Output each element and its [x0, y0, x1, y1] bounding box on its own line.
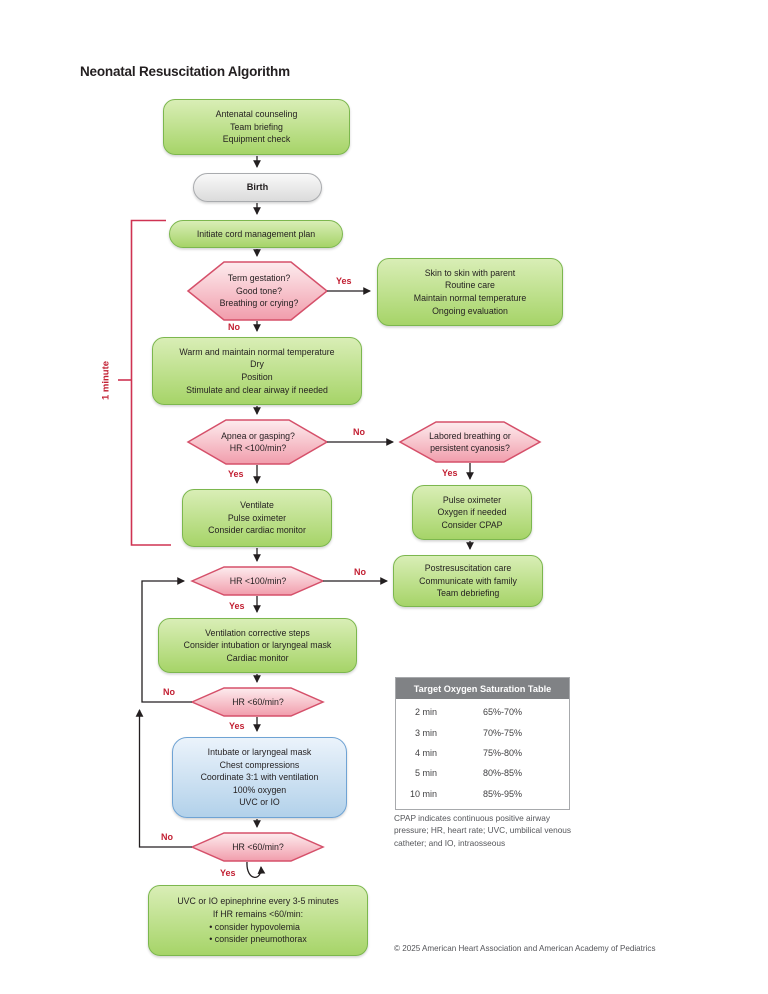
node-postresuscitation: Postresuscitation care Communicate with … — [393, 555, 543, 607]
branch-label-no: No — [228, 322, 240, 332]
table-cell-time: 4 min — [414, 747, 437, 758]
oxygen-saturation-table: Target Oxygen Saturation Table 2 min 65%… — [395, 677, 570, 810]
decision-line: persistent cyanosis? — [430, 443, 510, 453]
node-line: Consider intubation or laryngeal mask — [183, 640, 332, 651]
node-line: Postresuscitation care — [424, 563, 512, 574]
table-row: 4 min 75%-80% — [396, 743, 569, 763]
table-cell-range: 80%-85% — [483, 768, 523, 779]
node-skin-to-skin: Skin to skin with parent Routine care Ma… — [377, 258, 563, 326]
decision-line: Good tone? — [236, 285, 282, 296]
node-line: Chest compressions — [219, 759, 300, 770]
node-line: Cardiac monitor — [226, 652, 289, 663]
decision-line: HR <60/min? — [232, 696, 284, 707]
node-bullet: • consider hypovolemia — [209, 921, 300, 932]
branch-label-no: No — [161, 832, 173, 842]
branch-label-yes: Yes — [229, 721, 245, 731]
abbreviations-footnote: CPAP indicates continuous positive airwa… — [394, 813, 572, 848]
table-row: 5 min 80%-85% — [396, 763, 569, 783]
branch-label-yes: Yes — [336, 276, 352, 286]
table-cell-range: 65%-70% — [483, 707, 523, 718]
node-line: Equipment check — [222, 134, 291, 145]
node-line: Position — [241, 372, 273, 382]
node-line: Oxygen if needed — [437, 507, 507, 518]
branch-label-yes: Yes — [220, 868, 236, 878]
node-line: Intubate or laryngeal mask — [207, 747, 312, 758]
node-line: UVC or IO — [239, 797, 280, 808]
node-epinephrine: UVC or IO epinephrine every 3-5 minutes … — [148, 885, 368, 956]
copyright-line: © 2025 American Heart Association and Am… — [394, 944, 656, 953]
node-intubate-compressions: Intubate or laryngeal mask Chest compres… — [172, 737, 347, 818]
branch-label-yes: Yes — [228, 469, 244, 479]
branch-label-no: No — [163, 687, 175, 697]
table-row: 10 min 85%-95% — [396, 784, 569, 804]
decision-term-gestation: Term gestation? Good tone? Breathing or … — [193, 262, 325, 320]
branch-label-no: No — [353, 427, 365, 437]
decision-line: HR <100/min? — [229, 443, 287, 453]
table-body: 2 min 65%-70% 3 min 70%-75% 4 min 75%-80… — [396, 699, 569, 809]
decision-hr100: HR <100/min? — [199, 567, 317, 595]
decision-line: Term gestation? — [227, 273, 291, 284]
page-title: Neonatal Resuscitation Algorithm — [80, 64, 290, 79]
node-line: Maintain normal temperature — [413, 293, 527, 303]
node-warm-dry-position: Warm and maintain normal temperature Dry… — [152, 337, 362, 405]
table-cell-time: 3 min — [414, 727, 437, 738]
node-line: Consider cardiac monitor — [208, 525, 306, 536]
node-line: UVC or IO epinephrine every 3-5 minutes — [177, 896, 339, 907]
node-line: Team debriefing — [436, 588, 500, 599]
table-cell-range: 85%-95% — [483, 788, 523, 799]
one-minute-label: 1 minute — [100, 360, 112, 401]
node-line: Coordinate 3:1 with ventilation — [200, 772, 319, 783]
node-line: Initiate cord management plan — [196, 228, 316, 239]
node-pulse-oximeter: Pulse oximeter Oxygen if needed Consider… — [412, 485, 532, 540]
node-line: 100% oxygen — [232, 784, 287, 795]
decision-line: Breathing or crying? — [219, 298, 299, 309]
table-header: Target Oxygen Saturation Table — [396, 678, 569, 699]
arrow-epinephrine-loop — [246, 861, 266, 878]
node-birth: Birth — [193, 173, 322, 202]
node-line: Routine care — [445, 280, 495, 291]
node-line: Ongoing evaluation — [432, 305, 508, 316]
node-line: Communicate with family — [419, 575, 517, 586]
node-line: Pulse oximeter — [227, 512, 287, 523]
decision-hr60-2: HR <60/min? — [202, 833, 314, 861]
node-ventilate: Ventilate Pulse oximeter Consider cardia… — [182, 489, 332, 547]
decision-line: Labored breathing or — [429, 430, 511, 441]
decision-line: HR <100/min? — [229, 575, 287, 586]
table-cell-time: 10 min — [409, 788, 437, 799]
table-cell-time: 2 min — [414, 707, 437, 718]
table-cell-range: 75%-80% — [483, 747, 523, 758]
node-corrective-steps: Ventilation corrective steps Consider in… — [158, 618, 357, 673]
branch-label-yes: Yes — [229, 601, 245, 611]
node-line: Birth — [246, 182, 269, 193]
node-line: Ventilation corrective steps — [205, 627, 310, 638]
node-initiate-cord-plan: Initiate cord management plan — [169, 220, 343, 248]
node-line: Ventilate — [240, 500, 274, 511]
node-line: Antenatal counseling — [215, 109, 298, 120]
node-line: Pulse oximeter — [442, 494, 502, 505]
decision-line: HR <60/min? — [232, 841, 284, 852]
branch-label-no: No — [354, 567, 366, 577]
node-line: If HR remains <60/min: — [212, 908, 304, 919]
decision-apnea: Apnea or gasping? HR <100/min? — [197, 420, 319, 464]
node-line: Dry — [250, 359, 264, 370]
table-cell-range: 70%-75% — [483, 727, 523, 738]
node-line: Team briefing — [230, 121, 283, 132]
node-bullet: • consider pneumothorax — [209, 934, 307, 945]
node-bullet-list: • consider hypovolemia • consider pneumo… — [209, 921, 306, 946]
node-antenatal: Antenatal counseling Team briefing Equip… — [163, 99, 350, 155]
table-row: 3 min 70%-75% — [396, 722, 569, 742]
node-line: Stimulate and clear airway if needed — [186, 384, 328, 395]
node-line: Consider CPAP — [441, 519, 503, 530]
node-line: Skin to skin with parent — [424, 267, 516, 278]
branch-label-yes: Yes — [442, 468, 458, 478]
decision-hr60-1: HR <60/min? — [202, 688, 314, 716]
decision-line: Apnea or gasping? — [221, 430, 295, 441]
table-row: 2 min 65%-70% — [396, 702, 569, 722]
decision-labored-breathing: Labored breathing or persistent cyanosis… — [403, 422, 537, 462]
node-line: Warm and maintain normal temperature — [179, 346, 335, 357]
table-cell-time: 5 min — [414, 768, 437, 779]
